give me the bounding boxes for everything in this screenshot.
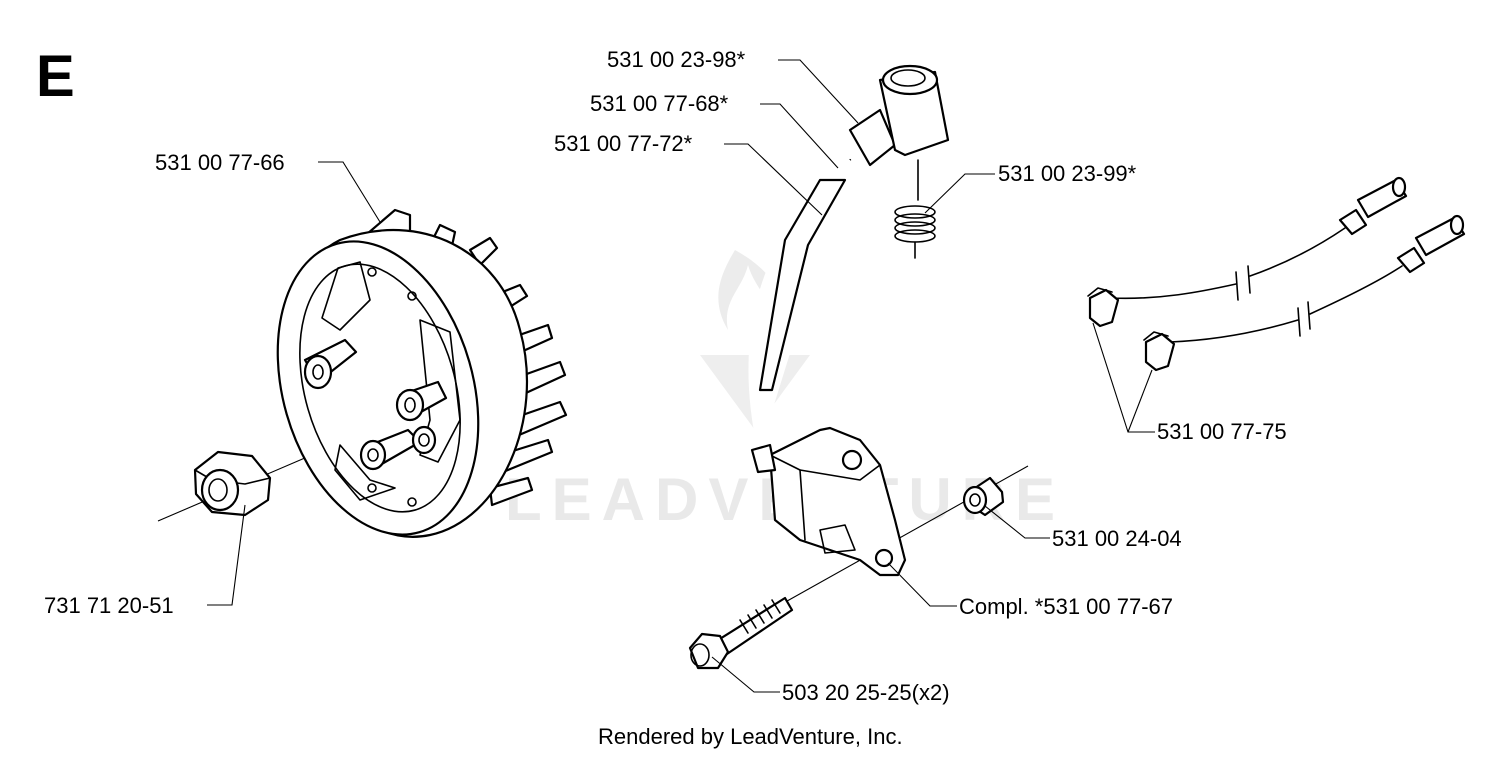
flywheel-drawing (157, 208, 568, 538)
label-short-circuit-cables: 531 00 77-75 (1157, 419, 1287, 444)
footer-credit: Rendered by LeadVenture, Inc. (598, 724, 903, 749)
short-circuit-cables-drawing (1087, 176, 1466, 372)
ignition-module-drawing (748, 64, 1029, 606)
label-flywheel: 531 00 77-66 (155, 150, 285, 175)
label-bolt: 503 20 25-25(x2) (782, 680, 950, 705)
section-letter: E (36, 44, 75, 109)
label-ignition-cable: 531 00 77-72* (554, 131, 693, 156)
bolt-drawing (688, 596, 794, 670)
label-cap-sleeve: 531 00 77-68* (590, 91, 729, 116)
spring-drawing (894, 159, 936, 259)
label-nut: 731 71 20-51 (44, 593, 174, 618)
leader-lines (207, 59, 1155, 693)
spacer-drawing (962, 476, 1005, 517)
label-ignition-module: Compl. *531 00 77-67 (959, 594, 1173, 619)
nut-drawing (193, 450, 272, 517)
label-spring: 531 00 23-99* (998, 161, 1137, 186)
label-spacer: 531 00 24-04 (1052, 526, 1182, 551)
label-spark-plug-cap: 531 00 23-98* (607, 47, 746, 72)
